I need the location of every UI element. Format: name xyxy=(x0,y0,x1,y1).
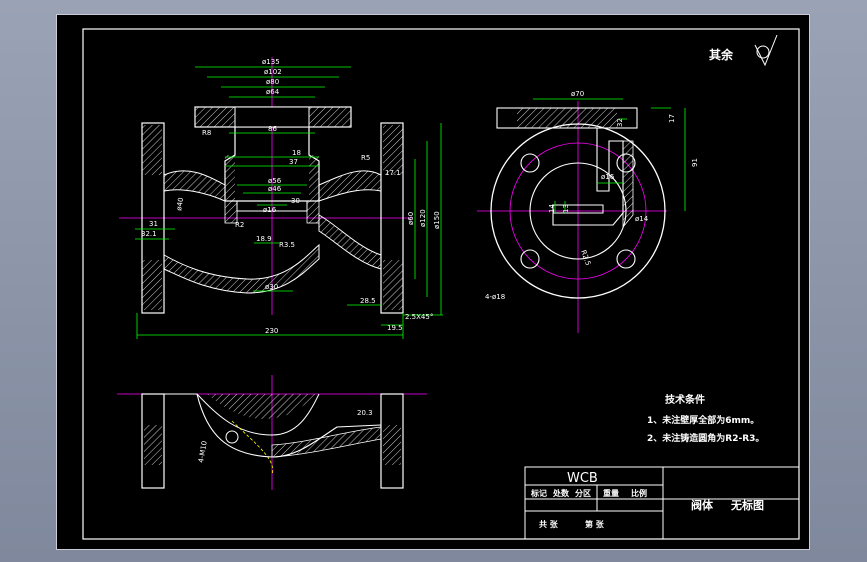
side-dimensions xyxy=(533,98,686,213)
dim-label: 17.1 xyxy=(385,169,401,177)
drawing-canvas[interactable]: 其余 xyxy=(57,15,811,551)
dim-label: 14 xyxy=(548,204,556,213)
drawing-sheet: 其余 xyxy=(56,14,810,550)
title-block-cell: 处数 xyxy=(552,488,570,498)
dim-label: 91 xyxy=(691,158,699,167)
front-section-view xyxy=(119,57,413,315)
tech-item: 1、未注壁厚全部为6mm。 xyxy=(647,414,759,426)
dim-label: ø16 xyxy=(263,206,277,214)
tech-title: 技术条件 xyxy=(665,393,705,406)
dim-label: 230 xyxy=(265,327,278,335)
dim-label: 20.3 xyxy=(357,409,373,417)
inner-border xyxy=(82,28,800,540)
dim-label: ø46 xyxy=(268,185,282,193)
part-name: 阀体 xyxy=(691,498,714,512)
roughness-note: 其余 xyxy=(709,47,734,62)
dim-label: 4-ø18 xyxy=(485,293,505,301)
dim-label: 2.5X45° xyxy=(405,313,433,321)
tech-requirements: 技术条件 1、未注壁厚全部为6mm。 2、未注铸造圆角为R2-R3。 xyxy=(647,393,764,444)
title-block xyxy=(524,466,800,540)
front-dimension-labels: ø135 ø102 ø80 ø64 86 18 37 ø56 ø46 30 ø1… xyxy=(141,58,441,335)
dim-label: ø102 xyxy=(264,68,282,76)
dim-label: 18.9 xyxy=(256,235,272,243)
dim-label: ø80 xyxy=(266,78,279,86)
dim-label: ø64 xyxy=(266,88,280,96)
dim-label: ø60 xyxy=(407,212,415,225)
dim-label: 31 xyxy=(149,220,158,228)
title-block-cell: 共 张 xyxy=(539,519,559,529)
dim-label: R5 xyxy=(361,154,370,162)
title-block-cell: 第 张 xyxy=(585,519,605,529)
dim-label: R2.5 xyxy=(579,249,592,267)
dim-label: 19.5 xyxy=(387,324,403,332)
bottom-view xyxy=(117,375,427,490)
side-dimension-labels: ø70 32 17 91 ø16 14 13 ø14 R2.5 4-ø18 xyxy=(485,90,699,301)
dim-label: R3.5 xyxy=(279,241,295,249)
front-dimensions xyxy=(135,66,443,339)
title-block-cell: 分区 xyxy=(575,488,591,498)
dim-label: ø14 xyxy=(635,215,649,223)
dim-label: 28.5 xyxy=(360,297,376,305)
dim-label: ø150 xyxy=(433,211,441,229)
dim-label: 37 xyxy=(289,158,298,166)
roughness-symbol xyxy=(754,34,778,67)
dim-label: ø120 xyxy=(419,209,427,227)
dim-label: 4-M10 xyxy=(197,440,209,463)
dim-label: 18 xyxy=(292,149,301,157)
material-label: WCB xyxy=(567,471,598,486)
title-block-cell: 比例 xyxy=(631,488,647,498)
dim-label: ø135 xyxy=(262,58,280,66)
side-view xyxy=(477,101,667,333)
dim-label: ø56 xyxy=(268,177,282,185)
title-block-cell: 标记 xyxy=(530,488,547,498)
dim-label: 17 xyxy=(668,114,676,123)
bottom-dimension-labels: 20.3 4-M10 xyxy=(197,409,373,463)
dim-label: 30 xyxy=(291,197,300,205)
dim-label: 86 xyxy=(268,125,277,133)
drawing-type: 无标图 xyxy=(730,498,764,512)
title-block-cell: 重量 xyxy=(603,488,619,498)
tech-item: 2、未注铸造圆角为R2-R3。 xyxy=(647,432,764,444)
dim-label: ø16 xyxy=(601,173,615,181)
dim-label: 13 xyxy=(562,204,570,213)
dim-label: ø40 xyxy=(175,197,185,211)
dim-label: ø30 xyxy=(265,283,278,291)
dim-label: ø70 xyxy=(571,90,584,98)
dim-label: R2 xyxy=(235,221,244,229)
dim-label: R8 xyxy=(202,129,211,137)
dim-label: 32 xyxy=(616,118,624,127)
dim-label: 32.1 xyxy=(141,230,157,238)
